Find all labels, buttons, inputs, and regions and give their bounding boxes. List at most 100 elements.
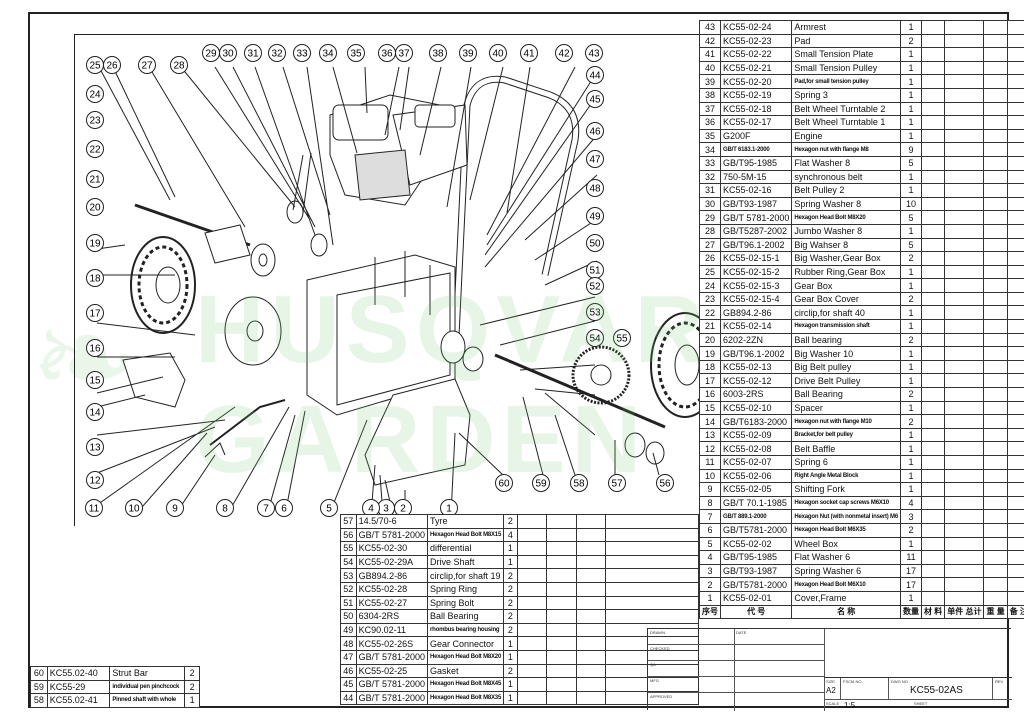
part-blank <box>920 387 946 402</box>
part-qty: 1 <box>900 373 922 389</box>
size-value: A2 <box>826 686 836 695</box>
part-name: Jumbo Washer 8 <box>791 223 901 239</box>
part-blank <box>1006 264 1024 280</box>
dwg-label: DWG NO <box>891 679 908 684</box>
part-seq: 16 <box>699 387 721 402</box>
part-qty: 1 <box>900 441 922 456</box>
part-blank <box>920 155 946 171</box>
part-blank <box>983 33 1008 49</box>
callout-37: 37 <box>395 44 413 62</box>
callout-number: 28 <box>173 61 185 72</box>
part-blank <box>575 527 607 543</box>
part-blank <box>944 264 985 280</box>
grid-divider <box>734 629 735 711</box>
callout-40: 40 <box>489 44 507 62</box>
part-blank <box>1006 305 1024 321</box>
part-code: GB/T93-1987 <box>719 196 793 212</box>
dwg-number: KC55-02AS <box>910 685 963 696</box>
part-code: KC55-02-02 <box>719 536 793 552</box>
part-code: KC55-02-24 <box>719 20 793 35</box>
part-blank <box>983 237 1008 253</box>
part-blank <box>605 527 699 543</box>
part-seq: 47 <box>340 649 357 665</box>
part-name: Hexagon nut with flange M8 <box>791 142 901 157</box>
callout-number: 17 <box>89 309 101 320</box>
part-code: KC55-02-15-1 <box>719 251 793 266</box>
part-qty: 2 <box>900 387 922 402</box>
part-qty: 11 <box>900 550 922 565</box>
callout-9: 9 <box>166 499 184 517</box>
part-code: KC55-02-23 <box>719 33 793 49</box>
part-seq: 8 <box>699 495 721 511</box>
part-qty: 1 <box>900 319 922 334</box>
callout-number: 57 <box>611 479 623 490</box>
part-qty: 2 <box>900 414 922 429</box>
part-blank <box>1006 495 1024 511</box>
part-blank <box>920 74 946 89</box>
callout-number: 24 <box>89 90 101 101</box>
part-seq: 18 <box>699 359 721 375</box>
callout-53: 53 <box>586 303 604 321</box>
part-name: Small Tension Pulley <box>791 60 901 76</box>
callout-48: 48 <box>586 179 604 197</box>
callout-38: 38 <box>429 44 447 62</box>
part-blank <box>920 183 946 198</box>
part-code: KC55-02-15-4 <box>719 291 793 307</box>
part-blank <box>983 47 1008 62</box>
callout-number: 41 <box>523 49 535 60</box>
part-blank <box>546 527 577 543</box>
part-blank <box>920 550 946 565</box>
part-blank <box>944 414 985 429</box>
part-blank <box>944 33 985 49</box>
part-seq: 43 <box>699 20 721 35</box>
part-blank <box>944 400 985 416</box>
part-blank <box>983 142 1008 157</box>
part-blank <box>944 482 985 497</box>
part-code: KC55-02-16 <box>719 183 793 198</box>
part-name: Armrest <box>791 20 901 35</box>
part-seq: 40 <box>699 60 721 76</box>
part-name: Hexagon Head Bolt M6X10 <box>791 577 901 592</box>
part-blank <box>605 609 699 624</box>
callout-number: 5 <box>326 504 332 515</box>
part-blank <box>920 101 946 117</box>
part-qty: 1 <box>900 183 922 198</box>
callout-49: 49 <box>586 207 604 225</box>
part-blank <box>575 677 607 692</box>
part-code: KC55-02-08 <box>719 441 793 456</box>
part-blank <box>920 210 946 225</box>
part-qty: 1 <box>503 636 518 651</box>
part-seq: 57 <box>340 514 357 529</box>
part-seq: 55 <box>340 541 357 556</box>
part-blank <box>920 468 946 484</box>
scale-value: 1:5 <box>844 701 856 710</box>
part-name: Big Belt pulley <box>791 359 901 375</box>
part-name: Pad <box>791 33 901 49</box>
part-qty: 17 <box>900 563 922 579</box>
part-blank <box>983 305 1008 321</box>
callout-number: 2 <box>400 504 406 515</box>
part-blank <box>983 87 1008 103</box>
part-blank <box>605 541 699 556</box>
part-blank <box>983 387 1008 402</box>
part-qty: 1 <box>900 87 922 103</box>
part-name: Hexagon Head Bolt M8X35 <box>426 690 505 706</box>
callout-42: 42 <box>555 44 573 62</box>
part-seq: 53 <box>340 568 357 583</box>
callout-number: 20 <box>89 203 101 214</box>
callout-number: 51 <box>589 266 601 277</box>
size-label: SIZE <box>826 679 835 684</box>
callout-4: 4 <box>362 499 380 517</box>
part-blank <box>983 210 1008 225</box>
callout-number: 60 <box>498 479 510 490</box>
callout-number: 52 <box>589 282 601 293</box>
part-name: Belt Pulley 2 <box>791 183 901 198</box>
callout-number: 21 <box>89 175 101 186</box>
